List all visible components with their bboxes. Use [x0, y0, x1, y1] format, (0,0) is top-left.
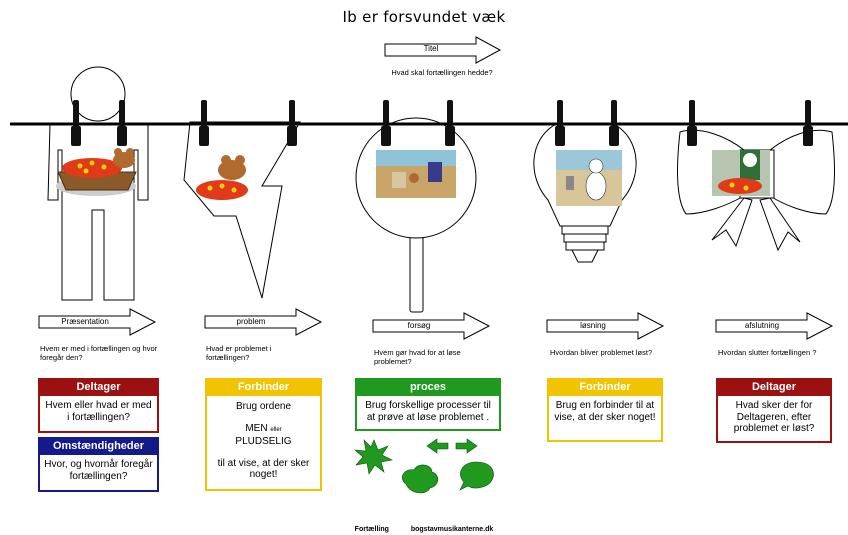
- titel-arrow: [384, 36, 502, 64]
- deltager-body-2: Hvad sker der for Deltageren, efter prob…: [733, 400, 815, 434]
- stage-label-loesning: løsning: [580, 321, 606, 330]
- deltager-header-2: Deltager: [716, 378, 832, 396]
- word-eller: eller: [270, 426, 282, 433]
- arrow-forsoeg: [372, 312, 491, 340]
- speech-bubble-icon: [459, 461, 494, 491]
- stage-label-forsoeg: forsøg: [407, 321, 431, 330]
- omstaendigheder-body: Hvor, og hvornår foregår fortællingen?: [44, 459, 153, 482]
- stage-label-praesentation: Præsentation: [61, 317, 109, 326]
- stage-question-problem: Hvad er problemet i fortællingen?: [206, 344, 272, 362]
- deltager-box-1: Deltager Hvem eller hvad er med i fortæl…: [38, 378, 159, 433]
- arrow-loesning: [546, 312, 665, 340]
- dog-illustration: [556, 150, 622, 206]
- footer-right: bogstavmusikanterne.dk: [410, 526, 494, 533]
- footer: Fortælling bogstavmusikanterne.dk: [0, 526, 848, 533]
- proces-clipart: [354, 438, 494, 494]
- bed-illustration: [712, 150, 770, 196]
- forbinder-line-1: Brug ordene: [235, 401, 292, 412]
- word-men: MEN: [245, 422, 268, 434]
- proces-body: Brug forskellige processer til at prøve …: [365, 400, 491, 423]
- stage-label-problem: problem: [236, 317, 266, 326]
- deltager-body-1: Hvem eller hvad er med i fortællingen?: [45, 400, 152, 423]
- forbinder-line-2: til at vise, at der sker noget!: [217, 457, 310, 481]
- stage-question-praesentation: Hvem er med i fortællingen og hvor foreg…: [40, 344, 158, 362]
- forbinder-header-2: Forbinder: [547, 378, 663, 396]
- omstaendigheder-box: Omstændigheder Hvor, og hvornår foregår …: [38, 437, 159, 492]
- titel-question: Hvad skal fortællingen hedde?: [391, 68, 493, 77]
- magnifier-shape: [355, 117, 477, 313]
- arrow-left-icon: [426, 438, 449, 454]
- thought-cloud-icon: [402, 464, 439, 494]
- mouse-illustration: [196, 155, 248, 200]
- deltager-header-1: Deltager: [38, 378, 159, 396]
- page-title: Ib er forsvundet væk: [342, 8, 506, 26]
- stage-question-afslutning: Hvordan slutter fortællingen ?: [718, 348, 817, 357]
- proces-box: proces Brug forskellige processer til at…: [355, 378, 501, 431]
- forbinder-box-2: Forbinder Brug en forbinder til at vise,…: [547, 378, 663, 442]
- basket-illustration: [56, 148, 137, 196]
- stage-question-forsoeg: Hvem gør hvad for at løse problemet?: [374, 348, 461, 366]
- forbinder-body-2: Brug en forbinder til at vise, at der sk…: [554, 400, 656, 423]
- proces-header: proces: [355, 378, 501, 396]
- forbinder-box-1: Forbinder Brug ordene MEN eller PLUDSELI…: [205, 378, 322, 491]
- workshop-illustration: [376, 150, 456, 198]
- stage-label-afslutning: afslutning: [744, 321, 780, 330]
- arrow-afslutning: [715, 312, 834, 340]
- titel-label: Titel: [423, 44, 439, 53]
- arrow-right-icon: [455, 438, 478, 454]
- deltager-box-2: Deltager Hvad sker der for Deltageren, e…: [716, 378, 832, 443]
- lightning-shape: [183, 121, 301, 299]
- arrow-problem: [204, 308, 323, 336]
- footer-left: Fortælling: [354, 526, 389, 533]
- forbinder-header-1: Forbinder: [205, 378, 322, 396]
- word-pludselig: PLUDSELIG: [235, 436, 292, 447]
- arrow-praesentation: [38, 308, 157, 336]
- omstaendigheder-header: Omstændigheder: [38, 437, 159, 455]
- stage-question-loesning: Hvordan bliver problemet løst?: [550, 348, 653, 357]
- stage-arrows: [38, 308, 834, 340]
- clothes-pegs: [71, 100, 813, 146]
- star-burst-icon: [354, 439, 393, 475]
